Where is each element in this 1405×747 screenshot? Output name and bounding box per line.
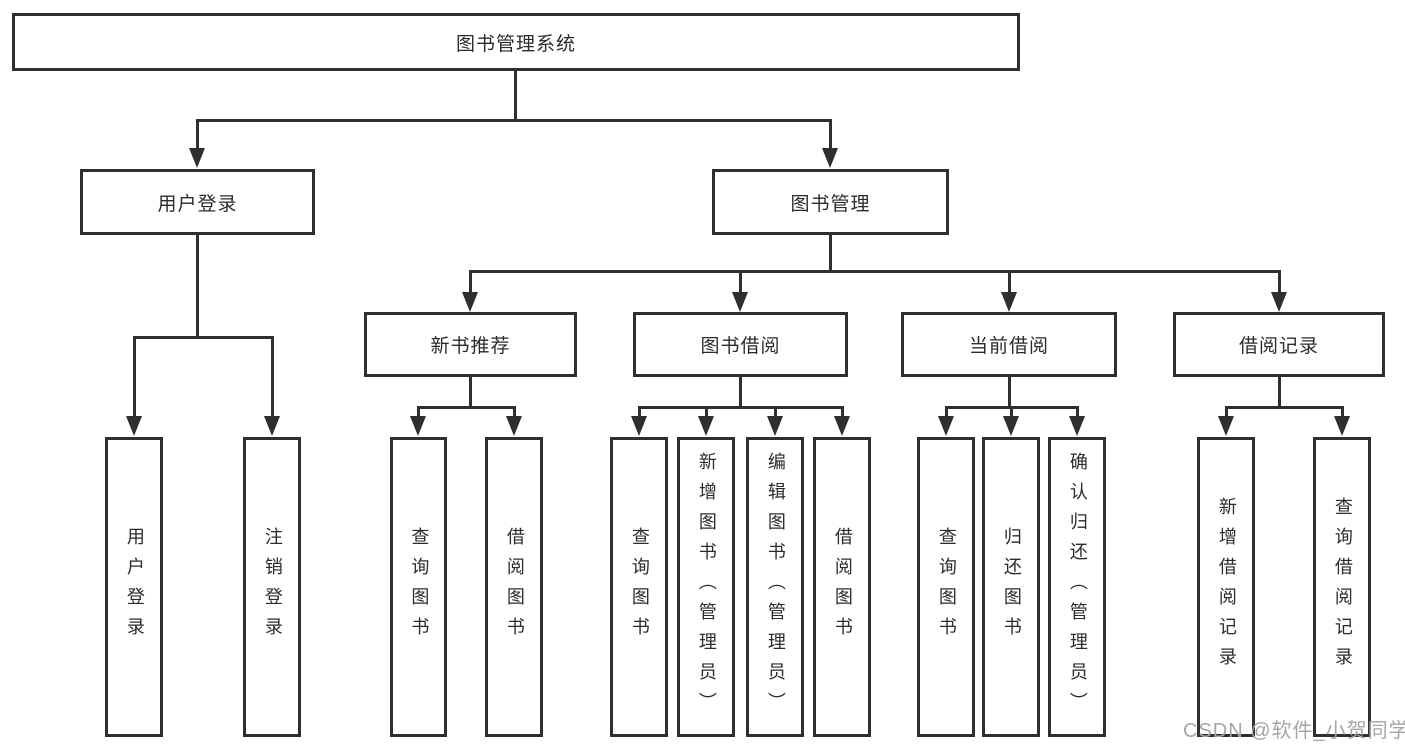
node-book-borrow-label: 图书借阅 <box>700 336 781 357</box>
leaf-records-add-record: 新增借阅记录 <box>1197 437 1255 737</box>
connector-to-borrow-record <box>1278 270 1281 294</box>
leaf-borrow-borrow-books: 借阅图书 <box>813 437 871 737</box>
connector-to-book-borrow <box>739 270 742 294</box>
leaf-recommend-query-books: 查询图书 <box>390 437 447 737</box>
connector-to-current-borrow <box>1008 270 1011 294</box>
connector-leaf-drop <box>1341 406 1344 418</box>
connector-leaf-drop <box>705 406 708 418</box>
connector-to-book-manage <box>829 119 832 150</box>
connector-current-stem <box>1008 377 1011 408</box>
arrow-down-icon <box>767 416 783 436</box>
node-new-book-recommend-label: 新书推荐 <box>430 336 511 357</box>
leaf-user-login-label: 用户登录 <box>124 527 145 647</box>
connector-to-new-book <box>469 270 472 294</box>
node-book-borrow: 图书借阅 <box>633 312 848 377</box>
connector-to-leaf-login <box>133 336 136 417</box>
connector-root-stem <box>514 70 517 121</box>
node-current-borrow: 当前借阅 <box>901 312 1117 377</box>
arrow-down-icon <box>264 416 280 436</box>
leaf-logout: 注销登录 <box>243 437 301 737</box>
connector-records-crossbar <box>1225 406 1344 409</box>
node-book-manage-label: 图书管理 <box>790 193 871 215</box>
connector-book-manage-crossbar <box>469 270 1280 273</box>
node-user-login: 用户登录 <box>80 169 315 235</box>
leaf-borrow-edit-books-admin: 编辑图书（管理员） <box>746 437 804 737</box>
leaf-current-return-books: 归还图书 <box>982 437 1040 737</box>
leaf-records-query-record: 查询借阅记录 <box>1313 437 1371 737</box>
arrow-down-icon <box>698 416 714 436</box>
node-book-manage: 图书管理 <box>712 169 949 235</box>
connector-leaf-drop <box>774 406 777 418</box>
watermark: CSDN @软件_小贺同学 <box>1183 720 1405 742</box>
connector-recommend-crossbar <box>417 406 516 409</box>
connector-to-leaf-logout <box>271 336 274 417</box>
connector-leaf-drop <box>1225 406 1228 418</box>
connector-leaf-drop <box>841 406 844 418</box>
arrow-down-icon <box>189 148 205 168</box>
arrow-down-icon <box>506 416 522 436</box>
arrow-down-icon <box>822 148 838 168</box>
leaf-records-add-record-label: 新增借阅记录 <box>1216 497 1237 677</box>
leaf-records-query-record-label: 查询借阅记录 <box>1332 497 1353 677</box>
connector-records-stem <box>1278 377 1281 408</box>
arrow-down-icon <box>1334 416 1350 436</box>
connector-leaf-drop <box>1010 406 1013 418</box>
arrow-down-icon <box>1218 416 1234 436</box>
node-user-login-label: 用户登录 <box>157 193 238 215</box>
leaf-borrow-query-books-label: 查询图书 <box>629 527 650 647</box>
leaf-borrow-add-books-admin: 新增图书（管理员） <box>677 437 735 737</box>
connector-leaf-drop <box>417 406 420 418</box>
arrow-down-icon <box>1001 292 1017 312</box>
node-borrow-record: 借阅记录 <box>1173 312 1385 377</box>
arrow-down-icon <box>410 416 426 436</box>
leaf-borrow-query-books: 查询图书 <box>610 437 668 737</box>
leaf-borrow-add-books-admin-label: 新增图书（管理员） <box>696 452 717 722</box>
connector-leaf-drop <box>513 406 516 418</box>
leaf-logout-label: 注销登录 <box>262 527 283 647</box>
arrow-down-icon <box>938 416 954 436</box>
connector-borrow-stem <box>739 377 742 408</box>
leaf-borrow-edit-books-admin-label: 编辑图书（管理员） <box>765 452 786 722</box>
leaf-recommend-borrow-books-label: 借阅图书 <box>504 527 525 647</box>
leaf-current-query-books: 查询图书 <box>917 437 975 737</box>
connector-root-crossbar <box>196 119 832 122</box>
connector-leaf-drop <box>638 406 641 418</box>
arrow-down-icon <box>631 416 647 436</box>
connector-leaf-drop <box>1076 406 1079 418</box>
connector-book-manage-stem <box>829 235 832 273</box>
node-root-label: 图书管理系统 <box>455 33 576 55</box>
leaf-user-login: 用户登录 <box>105 437 163 737</box>
leaf-current-confirm-return-admin-label: 确认归还（管理员） <box>1067 452 1088 722</box>
arrow-down-icon <box>834 416 850 436</box>
arrow-down-icon <box>462 292 478 312</box>
connector-to-user-login <box>196 119 199 150</box>
leaf-recommend-query-books-label: 查询图书 <box>409 527 430 647</box>
arrow-down-icon <box>126 416 142 436</box>
node-borrow-record-label: 借阅记录 <box>1238 336 1319 357</box>
connector-user-login-crossbar <box>133 336 274 339</box>
connector-user-login-stem <box>196 235 199 339</box>
leaf-current-confirm-return-admin: 确认归还（管理员） <box>1048 437 1106 737</box>
connector-leaf-drop <box>945 406 948 418</box>
arrow-down-icon <box>1271 292 1287 312</box>
node-current-borrow-label: 当前借阅 <box>968 336 1049 357</box>
leaf-current-query-books-label: 查询图书 <box>936 527 957 647</box>
arrow-down-icon <box>1069 416 1085 436</box>
node-new-book-recommend: 新书推荐 <box>364 312 577 377</box>
leaf-current-return-books-label: 归还图书 <box>1001 527 1022 647</box>
arrow-down-icon <box>1003 416 1019 436</box>
connector-borrow-crossbar <box>638 406 844 409</box>
connector-recommend-stem <box>469 377 472 408</box>
leaf-borrow-borrow-books-label: 借阅图书 <box>832 527 853 647</box>
arrow-down-icon <box>732 292 748 312</box>
node-root-library-system: 图书管理系统 <box>12 13 1020 71</box>
leaf-recommend-borrow-books: 借阅图书 <box>485 437 543 737</box>
